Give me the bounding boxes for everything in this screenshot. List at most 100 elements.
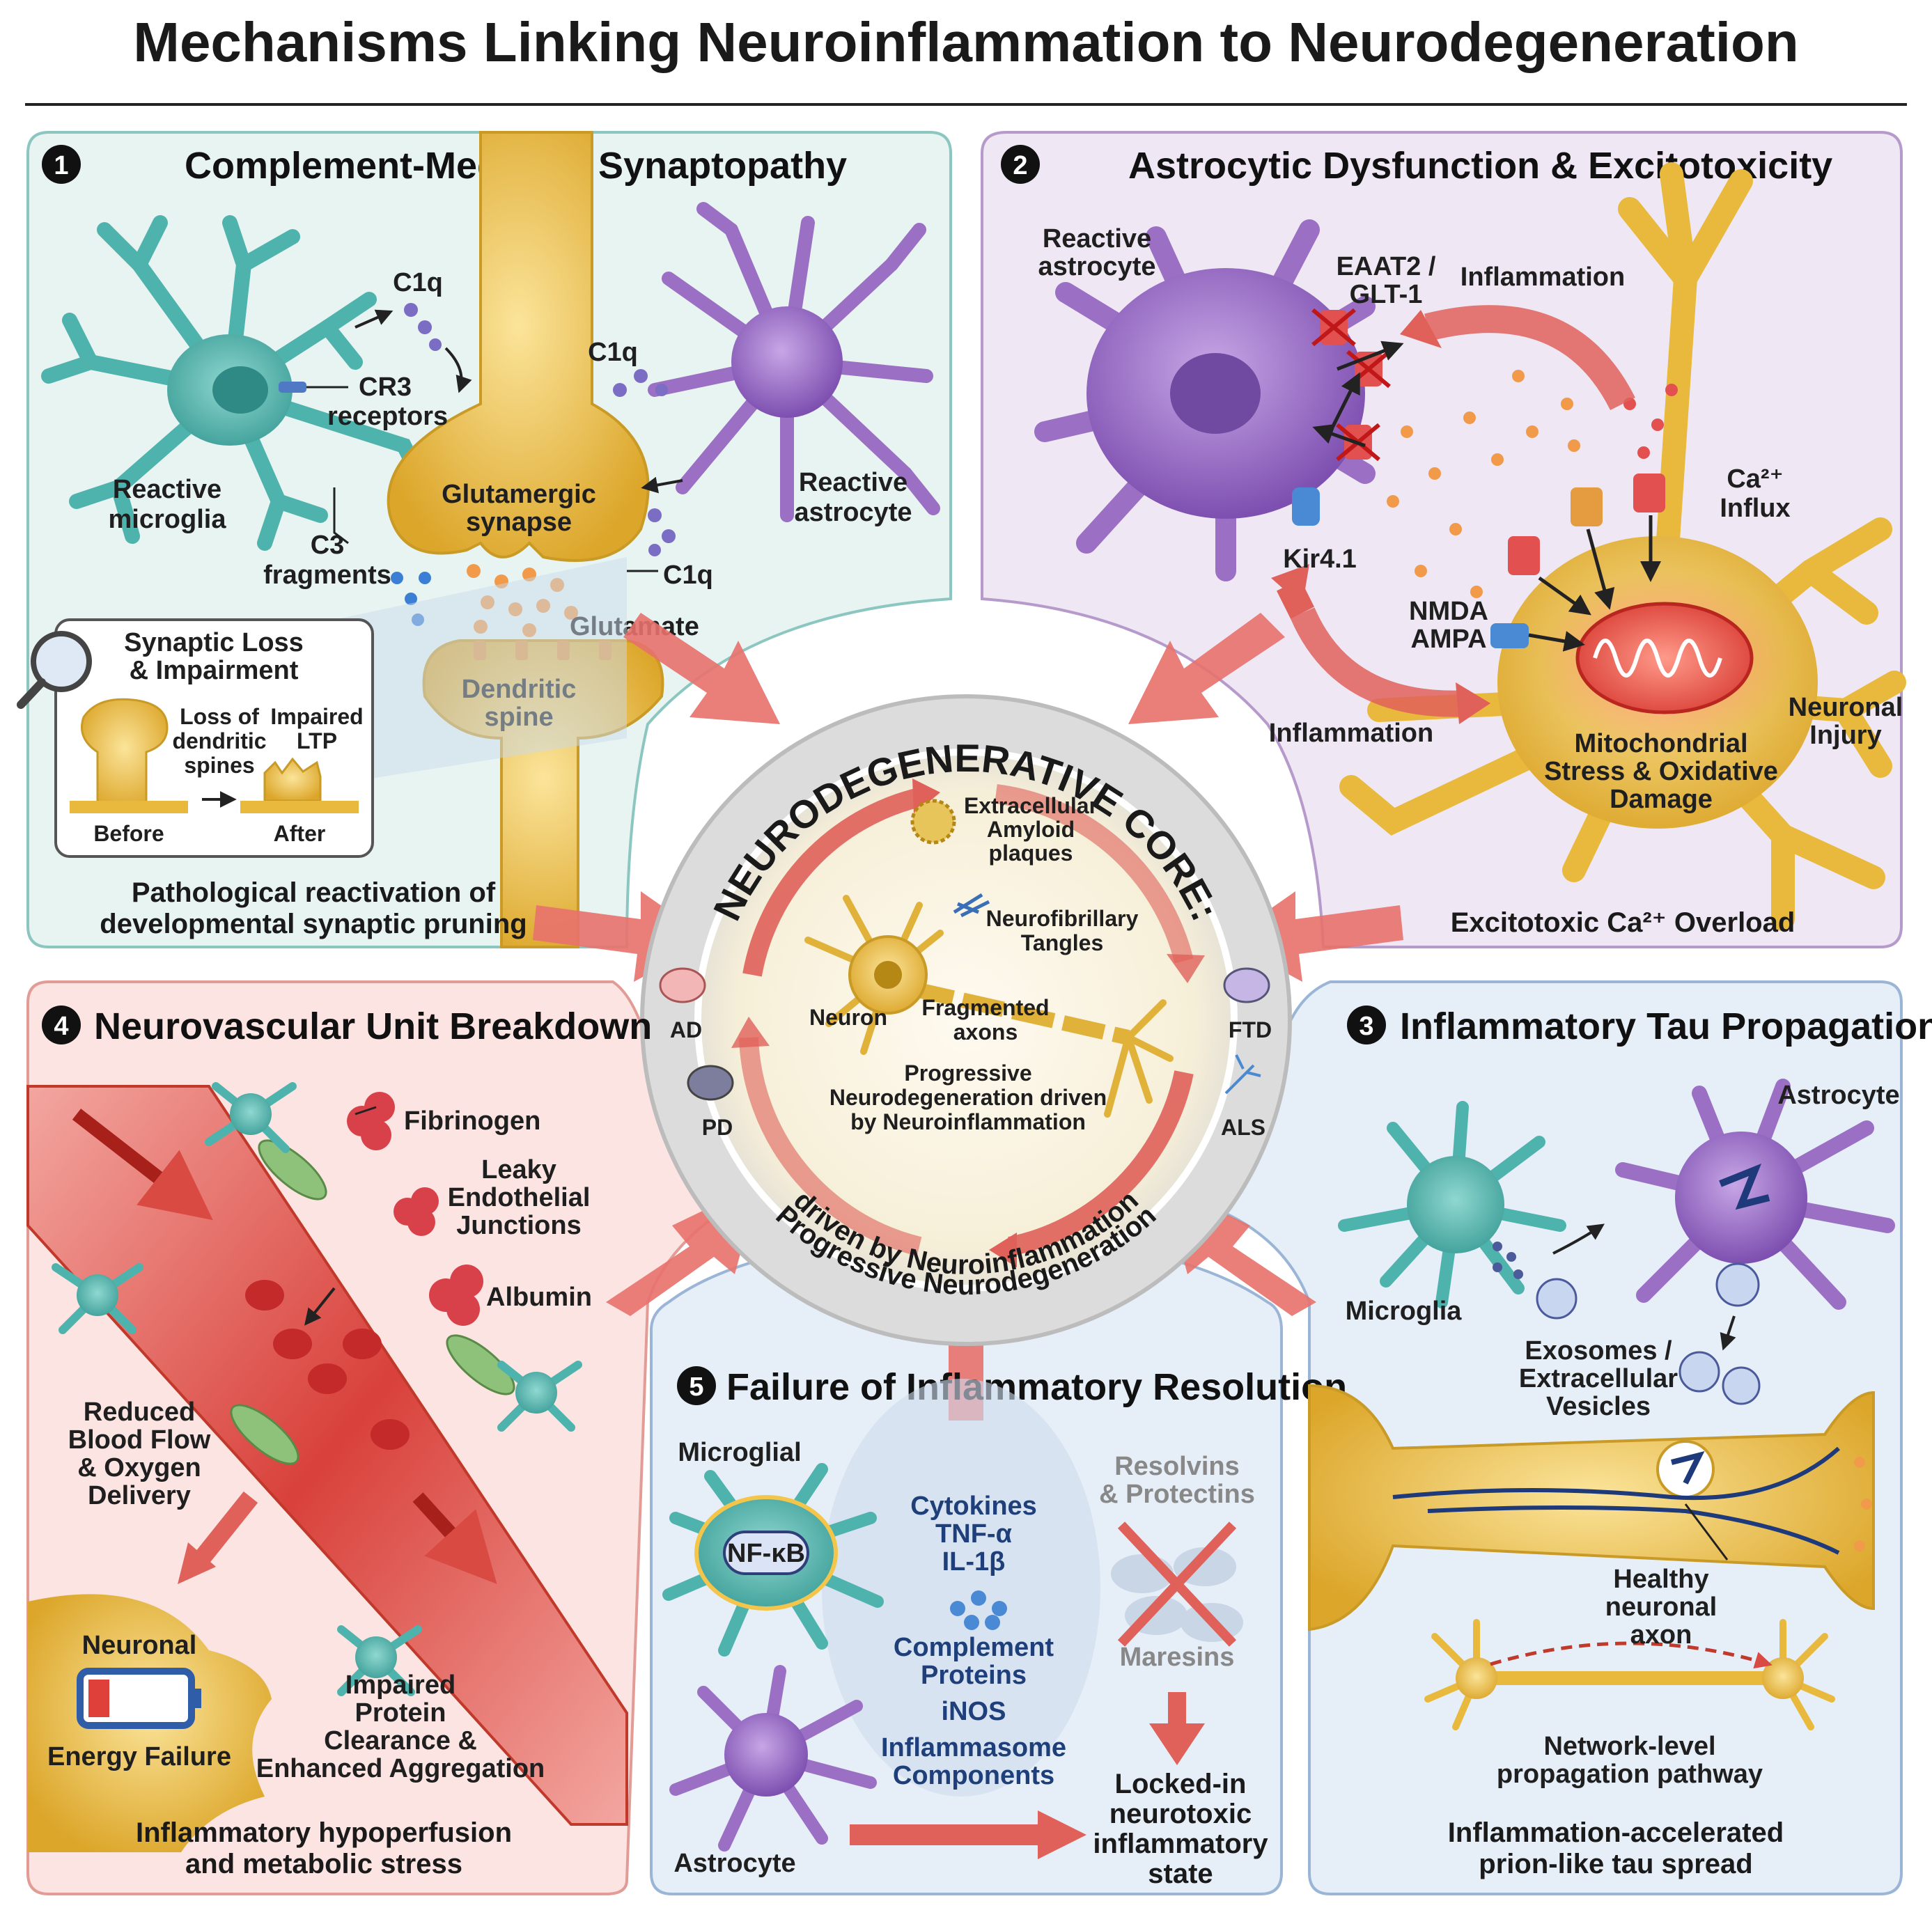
healthy-label-1: Healthy <box>1613 1565 1708 1594</box>
cr3-label: CR3 <box>359 373 412 402</box>
inset-title-2: & Impairment <box>130 656 299 685</box>
fragmented-axons-label-1: Fragmented <box>921 995 1049 1020</box>
complement-label-1: Complement <box>894 1633 1054 1662</box>
astrocytes-p4 <box>52 1082 582 1696</box>
kir41-channel <box>1292 487 1320 526</box>
panel-4-badge <box>42 1006 81 1044</box>
locked-label-2: neurotoxic <box>1109 1799 1252 1829</box>
protein-label-2: Protein <box>355 1698 446 1728</box>
microglial-label: Microglial <box>678 1438 801 1467</box>
inflammation-arrow-top <box>1424 305 1635 411</box>
calcium-channel-2 <box>1571 487 1603 526</box>
network-label-1: Network-level <box>1543 1732 1715 1761</box>
kir41-label: Kir4.1 <box>1283 545 1357 574</box>
cr3-receptor <box>279 382 306 393</box>
inflammasome-label-1: Inflammasome <box>881 1733 1066 1762</box>
resolvins-label-2: & Protectins <box>1099 1480 1255 1509</box>
exosomes-label-3: Vesicles <box>1546 1392 1651 1421</box>
eaat2-label-1: EAAT2 / <box>1337 252 1436 281</box>
mito-label-3: Damage <box>1610 785 1713 814</box>
glutamergic-label-1: Glutamergic <box>442 480 596 509</box>
complement-label-2: Proteins <box>921 1661 1027 1690</box>
panel-5-number: 5 <box>689 1372 703 1402</box>
leaky-label-2: Endothelial <box>448 1183 591 1212</box>
il1b-label: IL-1β <box>942 1547 1006 1576</box>
cytokines-label: Cytokines <box>910 1492 1037 1521</box>
reactive-microglia-cell <box>41 215 439 551</box>
reactive-microglia-label-1: Reactive <box>113 475 221 504</box>
ca-influx-label-2: Influx <box>1720 494 1790 523</box>
amyloid-plaque-icon <box>910 799 956 845</box>
neuronal-injury-label-2: Injury <box>1809 721 1881 750</box>
tnf-label: TNF-α <box>935 1519 1012 1549</box>
blocked-resolvins-icon <box>1111 1521 1243 1647</box>
energy-failure-label: Energy Failure <box>47 1742 231 1771</box>
blood-vessel <box>26 1085 628 1826</box>
loss-label-2: dendritic <box>172 728 266 753</box>
amyloid-label-1: Extracellular <box>964 793 1098 818</box>
network-neurons <box>1424 1619 1835 1730</box>
before-label: Before <box>93 821 164 846</box>
mito-label-1: Mitochondrial <box>1574 729 1747 758</box>
leaky-label-3: Junctions <box>456 1211 581 1240</box>
reactive-astrocyte-label-1: Reactive <box>799 468 907 497</box>
core-center-label-3: by Neuroinflammation <box>850 1109 1086 1134</box>
reactive-astrocyte-p2-label-1: Reactive <box>1043 224 1151 253</box>
ad-brain-icon <box>659 967 706 1003</box>
inos-label: iNOS <box>942 1697 1006 1726</box>
flow-label-4: Delivery <box>88 1481 191 1510</box>
leaky-label-1: Leaky <box>481 1155 556 1184</box>
flow-label-1: Reduced <box>84 1398 195 1427</box>
locked-label-1: Locked-in <box>1115 1769 1247 1799</box>
magnifier-icon <box>31 631 92 692</box>
ftd-brain-icon <box>1223 967 1270 1003</box>
microglia-p3 <box>1338 1101 1566 1308</box>
panel-1-number: 1 <box>54 151 68 180</box>
panel-5-badge <box>677 1366 716 1405</box>
inflammation-top-label: Inflammation <box>1460 263 1625 292</box>
calcium-channel-1 <box>1508 536 1540 575</box>
fragmented-axons-label-2: axons <box>953 1019 1018 1044</box>
exosomes-label-2: Extracellular <box>1519 1364 1678 1393</box>
cytokine-cloud <box>822 1379 1100 1797</box>
protein-label-3: Clearance & <box>324 1726 477 1755</box>
synaptic-loss-inset <box>17 557 627 858</box>
flow-label-2: Blood Flow <box>68 1425 211 1455</box>
inflammation-bottom-label: Inflammation <box>1269 719 1433 748</box>
calcium-dots-p2 <box>1623 384 1678 459</box>
c1q-right-label: C1q <box>663 561 713 590</box>
astrocyte-p3 <box>1615 1079 1895 1310</box>
panel-4-number: 4 <box>54 1012 68 1041</box>
glutamate-dots-p2 <box>1387 370 1580 598</box>
panel-3-caption-2: prion-like tau spread <box>1479 1849 1752 1879</box>
panel-5-title: Failure of Inflammatory Resolution <box>726 1366 1347 1408</box>
reactive-astrocyte-p2 <box>1034 219 1376 581</box>
resolvins-label-1: Resolvins <box>1114 1452 1240 1481</box>
page-title: Mechanisms Linking Neuroinflammation to … <box>133 11 1798 73</box>
core-center-label-1: Progressive <box>904 1061 1031 1086</box>
inset-title-1: Synaptic Loss <box>124 628 304 657</box>
pd-brain-icon <box>687 1065 734 1101</box>
ad-label: AD <box>670 1017 702 1042</box>
healthy-label-3: axon <box>1630 1620 1692 1650</box>
ampa-label: AMPA <box>1410 625 1486 654</box>
panel-3-title: Inflammatory Tau Propagation <box>1400 1006 1932 1047</box>
panel-4-title: Neurovascular Unit Breakdown <box>94 1006 652 1047</box>
inflammasome-label-2: Components <box>893 1761 1054 1790</box>
inflammation-arrow-bottom <box>1290 607 1471 717</box>
panel-4-caption-2: and metabolic stress <box>185 1849 462 1879</box>
complement-dots <box>950 1590 1007 1630</box>
c3-fragments-label: fragments <box>263 561 391 590</box>
healthy-axon <box>1308 1384 1875 1632</box>
panel-1-badge <box>42 145 81 184</box>
panel-2-badge <box>1001 145 1040 184</box>
neurodegenerative-core <box>640 694 1292 1346</box>
astrocyte-p5 <box>669 1665 877 1852</box>
loss-label-1: Loss of <box>180 704 259 729</box>
amyloid-label-2: Amyloid <box>987 817 1075 842</box>
flow-arrow <box>187 1491 258 1573</box>
fibrinogen-label: Fibrinogen <box>404 1106 540 1136</box>
nmda-label: NMDA <box>1409 597 1488 626</box>
reactive-microglia-label-2: microglia <box>109 505 227 534</box>
panel-2-caption: Excitotoxic Ca²⁺ Overload <box>1451 907 1795 938</box>
